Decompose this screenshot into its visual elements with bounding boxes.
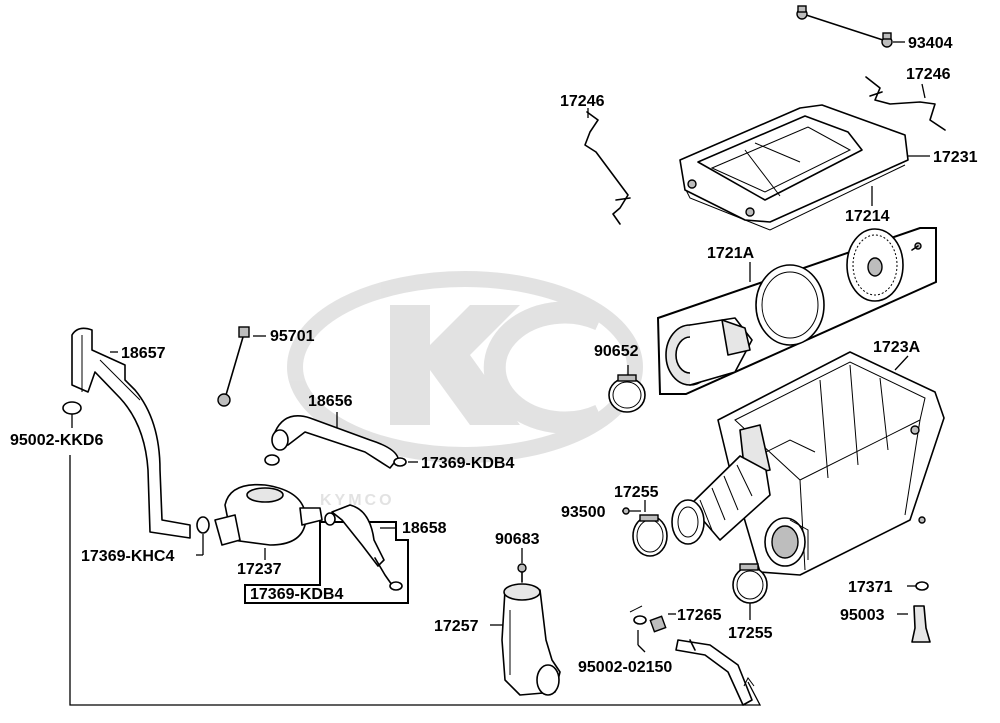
part-17265-drain-tube [629, 605, 753, 706]
label-17369-kdb4-boxed: 17369-KDB4 [250, 586, 343, 603]
part-18656-hose [264, 412, 418, 469]
label-95701: 95701 [270, 328, 315, 345]
part-93404-bolts [796, 5, 905, 48]
label-17255-top: 17255 [614, 484, 659, 501]
watermark-ring [287, 271, 643, 463]
watermark-k-logo [390, 305, 520, 425]
label-17369-kdb4-top: 17369-KDB4 [421, 455, 514, 472]
connector-line [69, 455, 762, 706]
label-18656: 18656 [308, 393, 353, 410]
part-18658-hose-group [244, 504, 409, 604]
label-17257: 17257 [434, 618, 479, 635]
label-95003: 95003 [840, 607, 885, 624]
part-17369-KHC4-clip [196, 516, 210, 556]
label-93404: 93404 [908, 35, 953, 52]
label-95002-02150: 95002-02150 [578, 659, 672, 676]
part-1723A-case [671, 351, 945, 576]
part-17255-clamp-bottom [732, 563, 768, 620]
label-17265: 17265 [677, 607, 722, 624]
label-17371: 17371 [848, 579, 893, 596]
label-17231: 17231 [933, 149, 978, 166]
part-93500-screw [622, 507, 641, 515]
kymco-watermark: KYMCO [287, 271, 643, 509]
label-95002-kkd6: 95002-KKD6 [10, 432, 103, 449]
part-17371-95003-drain [897, 581, 931, 643]
label-90652: 90652 [594, 343, 639, 360]
watermark-brand: KYMCO [320, 492, 395, 509]
part-90683-screw [517, 548, 527, 583]
label-90683: 90683 [495, 531, 540, 548]
part-18657-hose [62, 327, 191, 539]
part-90652-clamp [608, 365, 646, 413]
label-17237: 17237 [237, 561, 282, 578]
part-17257-duct [490, 583, 561, 696]
part-17255-clamp-top [632, 500, 668, 557]
part-1721A-filter-element-group [656, 227, 937, 395]
part-17246-clip-left [584, 108, 631, 225]
part-17237-breather [214, 483, 323, 560]
label-17369-khc4: 17369-KHC4 [81, 548, 174, 565]
label-1723A: 1723A [873, 339, 921, 356]
label-17214: 17214 [845, 208, 890, 225]
label-17246-right: 17246 [906, 66, 951, 83]
label-18657: 18657 [121, 345, 166, 362]
watermark-c-logo [483, 301, 605, 434]
part-17231-cover [679, 104, 930, 231]
part-95701-bolt [217, 326, 266, 407]
label-18658: 18658 [402, 520, 447, 537]
part-17246-clip-right [865, 76, 946, 131]
label-93500: 93500 [561, 504, 606, 521]
label-17246-left: 17246 [560, 93, 605, 110]
label-17255-bottom: 17255 [728, 625, 773, 642]
label-1721A: 1721A [707, 245, 755, 262]
